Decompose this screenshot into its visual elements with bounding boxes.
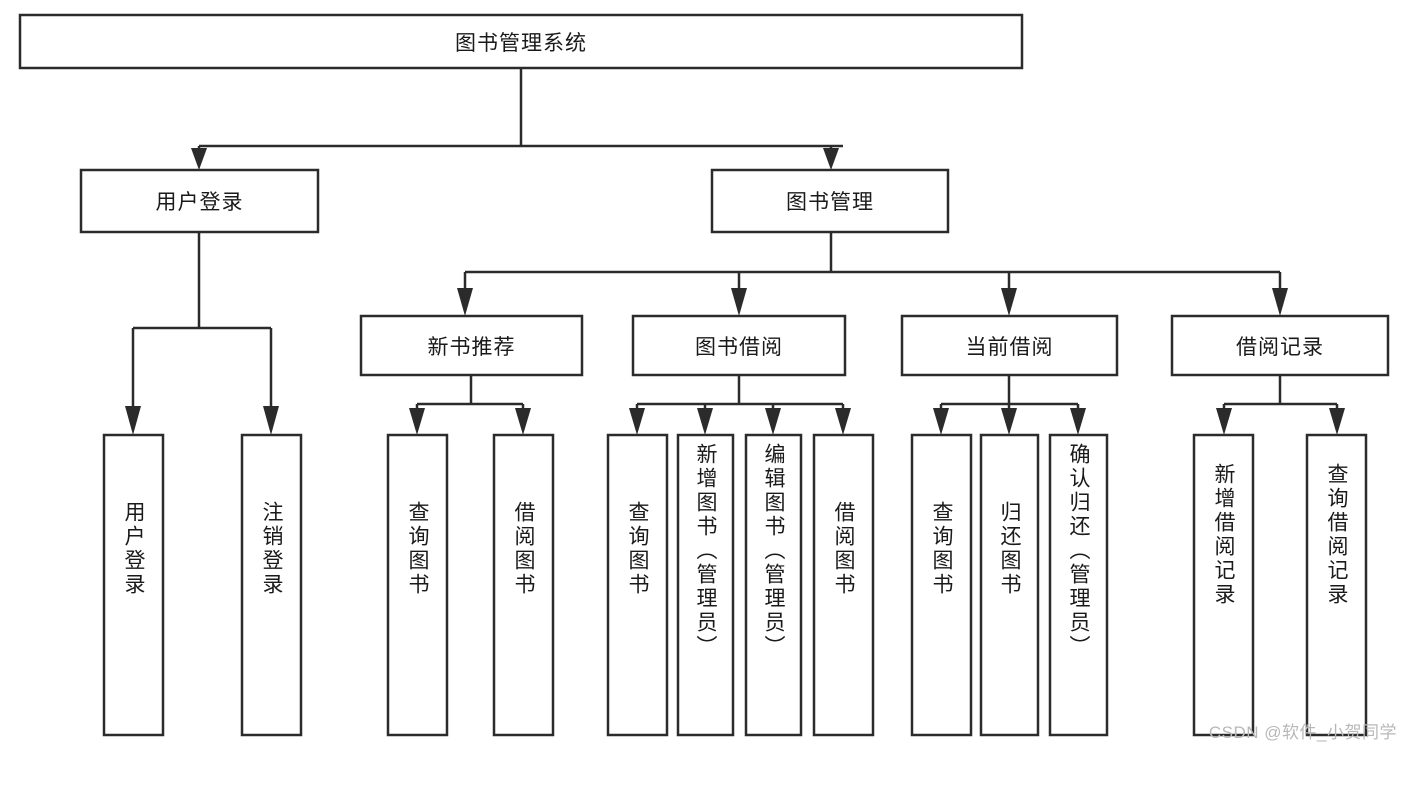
arrowhead-cb-confirm <box>1070 408 1086 435</box>
diagram-canvas: 图书管理系统 用户登录 图书管理 新书推荐 图书借阅 当前借阅 借阅记录 用户登… <box>18 13 1397 742</box>
node-leaf-8[interactable] <box>910 433 973 737</box>
arrowhead-bb-borrow <box>835 408 851 435</box>
node-leaf-7[interactable] <box>812 433 875 737</box>
node-leaf-10[interactable] <box>1048 433 1109 737</box>
node-leaf-6[interactable] <box>744 433 803 737</box>
node-leaf-2[interactable] <box>386 433 449 737</box>
arrowhead-br-query <box>1329 408 1345 435</box>
node-leaf-4[interactable] <box>606 433 669 737</box>
node-current-borrow[interactable] <box>900 314 1119 377</box>
connector-group-book-manage <box>457 232 1288 316</box>
arrowhead-leaf-logout <box>263 406 279 435</box>
connector-group-root <box>191 68 843 170</box>
node-leaf-1[interactable] <box>240 433 303 737</box>
node-new-book-rec[interactable] <box>359 314 584 377</box>
arrowhead-borrow-record <box>1272 288 1288 316</box>
node-leaf-3[interactable] <box>492 433 555 737</box>
arrowhead-book-manage <box>823 148 839 170</box>
tree-diagram-svg <box>18 13 1390 737</box>
arrowhead-nbr-borrow <box>515 408 531 435</box>
node-user-login[interactable] <box>79 168 320 234</box>
connector-group-borrow-record <box>1216 375 1345 435</box>
node-leaf-11[interactable] <box>1192 433 1255 737</box>
node-leaf-5[interactable] <box>676 433 735 737</box>
arrowhead-nbr-query <box>409 408 425 435</box>
arrowhead-leaf-user-login <box>125 406 141 435</box>
node-leaf-12[interactable] <box>1305 433 1368 737</box>
node-borrow-record[interactable] <box>1170 314 1390 377</box>
arrowhead-current-borrow <box>1001 288 1017 316</box>
arrowhead-cb-query <box>933 408 949 435</box>
connector-group-book-borrow <box>629 375 851 435</box>
arrowhead-br-add <box>1216 408 1232 435</box>
arrowhead-user-login <box>191 148 207 170</box>
connector-group-user-login <box>125 232 279 435</box>
connector-group-new-book-rec <box>409 375 531 435</box>
arrowhead-cb-return <box>1001 408 1017 435</box>
connector-group-current-borrow <box>933 375 1086 435</box>
node-book-borrow[interactable] <box>631 314 847 377</box>
arrowhead-bb-query <box>629 408 645 435</box>
node-leaf-0[interactable] <box>102 433 165 737</box>
arrowhead-book-borrow <box>731 288 747 316</box>
arrowhead-bb-edit <box>765 408 781 435</box>
node-leaf-9[interactable] <box>979 433 1040 737</box>
watermark-text: CSDN @软件_小贺同学 <box>1208 723 1397 742</box>
arrowhead-bb-add <box>697 408 713 435</box>
node-book-manage[interactable] <box>710 168 950 234</box>
node-root[interactable] <box>18 13 1024 70</box>
arrowhead-new-book-rec <box>457 288 473 316</box>
